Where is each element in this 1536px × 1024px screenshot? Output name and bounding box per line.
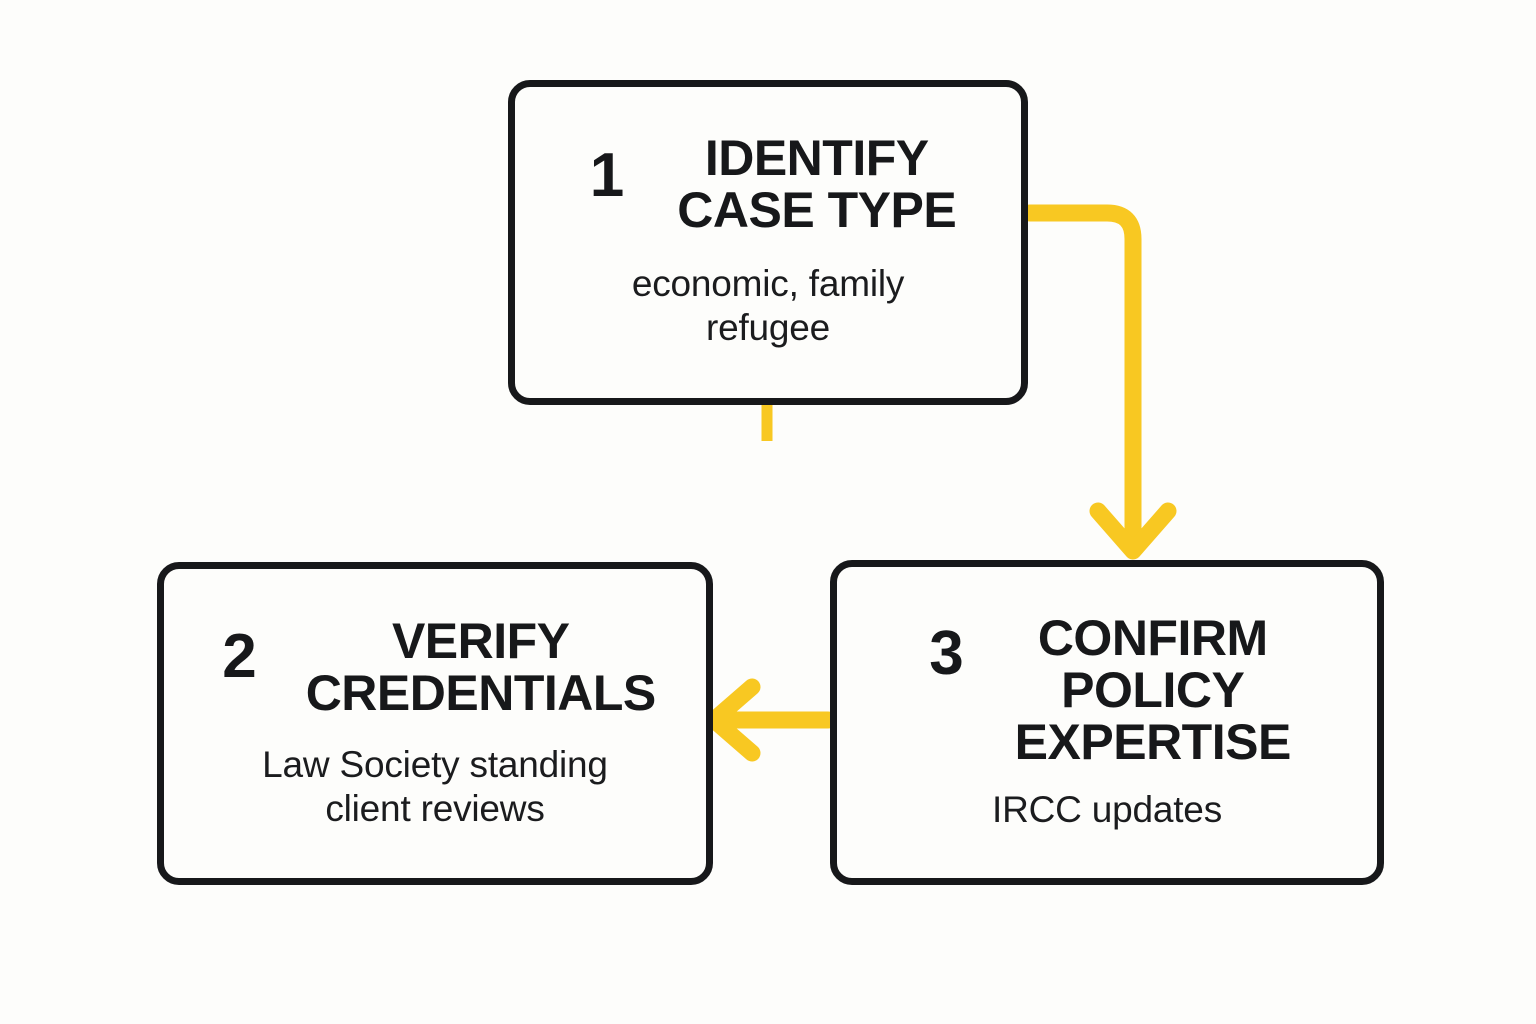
step-2-number: 2: [222, 621, 256, 691]
step-2-subtitle-line1: Law Society standing: [262, 743, 608, 785]
arrowhead-down-icon: [1089, 502, 1177, 560]
step-3-number: 3: [929, 618, 963, 688]
step-1-heading: 1 IDENTIFY CASE TYPE: [524, 132, 1012, 236]
step-2-subtitle: Law Society standing client reviews: [262, 743, 608, 830]
step-2-title-line1: VERIFY: [391, 612, 570, 669]
step-2-title-line2: CREDENTIALS: [305, 664, 657, 721]
step-box-3[interactable]: 3 CONFIRM POLICY EXPERTISE IRCC updates: [830, 560, 1384, 885]
step-1-subtitle-line1: economic, family: [631, 262, 905, 304]
step-3-title-line3: EXPERTISE: [1014, 713, 1292, 770]
connector-step1-to-step3: [1021, 204, 1177, 560]
arrowhead-left-icon: [705, 678, 761, 762]
step-3-heading: 3 CONFIRM POLICY EXPERTISE: [844, 612, 1370, 768]
step-1-title-line2: CASE TYPE: [677, 181, 957, 238]
step-box-1[interactable]: 1 IDENTIFY CASE TYPE economic, family re…: [508, 80, 1028, 405]
step-1-title: IDENTIFY CASE TYPE: [677, 132, 956, 236]
step-3-subtitle-line1: IRCC updates: [992, 788, 1222, 830]
step-2-subtitle-line2: client reviews: [325, 787, 545, 829]
step-1-subtitle-line2: refugee: [705, 306, 831, 348]
step-1-subtitle: economic, family refugee: [631, 262, 905, 349]
connector-step3-to-step2: [705, 678, 837, 762]
step-3-title-line1: CONFIRM: [1037, 609, 1268, 666]
step-2-title: VERIFY CREDENTIALS: [305, 612, 657, 721]
step-2-heading: 2 VERIFY CREDENTIALS: [170, 615, 700, 719]
step-3-title: CONFIRM POLICY EXPERTISE: [1014, 609, 1292, 770]
step-3-subtitle: IRCC updates: [992, 788, 1222, 832]
step-3-title-line2: POLICY: [1061, 661, 1245, 718]
step-1-title-line1: IDENTIFY: [704, 129, 929, 186]
step-1-number: 1: [589, 140, 624, 210]
step-box-2[interactable]: 2 VERIFY CREDENTIALS Law Society standin…: [157, 562, 713, 885]
